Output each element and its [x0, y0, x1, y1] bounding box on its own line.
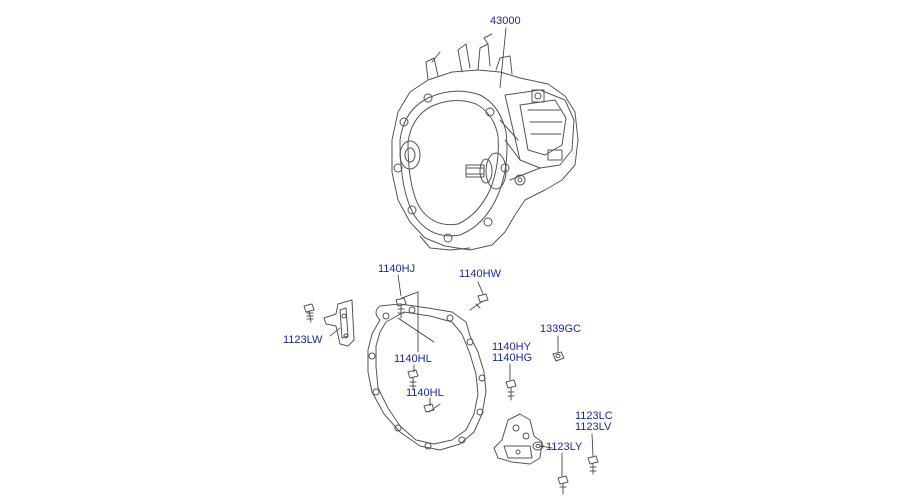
clutch-housing-cover: [367, 303, 487, 451]
callout-transaxle-43000[interactable]: 43000: [490, 15, 521, 27]
callout-bolt-1140hl-upper[interactable]: 1140HL: [394, 353, 432, 365]
callout-bolt-1123ly[interactable]: 1123LY: [546, 441, 583, 453]
transaxle-assembly: [391, 33, 579, 251]
left-bracket: [303, 299, 355, 347]
callout-bracket-1123lw[interactable]: 1123LW: [283, 334, 323, 346]
leader-lines: [329, 27, 594, 477]
callout-bolt-1140hj[interactable]: 1140HJ: [378, 263, 416, 275]
callout-bolt-1140hg[interactable]: 1140HG: [492, 352, 533, 364]
callout-bolt-1123lc[interactable]: 1123LC: [575, 410, 613, 422]
fasteners: [395, 293, 599, 495]
callout-bolt-1140hy[interactable]: 1140HY: [492, 341, 531, 353]
callout-bolt-1140hw[interactable]: 1140HW: [459, 268, 501, 280]
right-bracket: [493, 413, 544, 465]
callout-nut-1339gc[interactable]: 1339GC: [540, 323, 581, 335]
callout-bolt-1123lv[interactable]: 1123LV: [575, 421, 612, 433]
callout-bolt-1140hl-lower[interactable]: 1140HL: [406, 387, 444, 399]
